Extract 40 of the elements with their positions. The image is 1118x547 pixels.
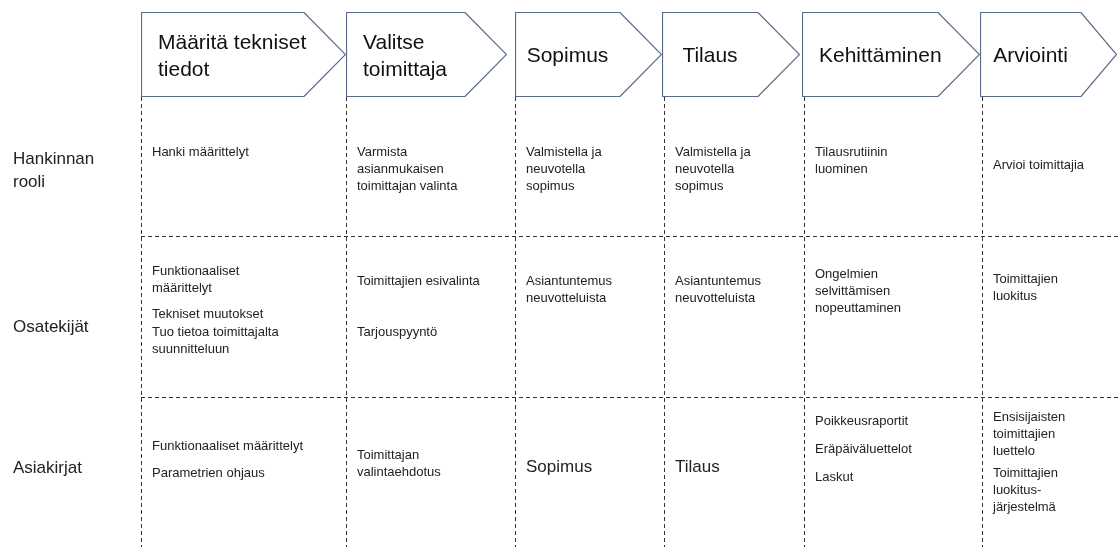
- cell-text: Funktionaaliset määrittelyt: [152, 437, 304, 454]
- cell-text: Tarjouspyyntö: [357, 323, 439, 340]
- cell-text: Funktionaaliset määrittelyt: [152, 262, 241, 296]
- chevron-step: [980, 12, 1117, 97]
- cell-text: Toimittajien luokitus-järjestelmä: [993, 464, 1060, 515]
- cell-text: Toimittajan valintaehdotus: [357, 446, 442, 480]
- chevron-step: [802, 12, 980, 97]
- chevron-step: [662, 12, 800, 97]
- step-title: Kehittäminen: [819, 42, 942, 68]
- chevron-step: [515, 12, 662, 97]
- cell-text: Poikkeusraportit: [815, 412, 910, 429]
- cell-text: Sopimus: [526, 456, 594, 478]
- row-header: Asiakirjat: [13, 457, 83, 479]
- cell-text: Eräpäiväluettelot: [815, 440, 913, 457]
- cell-text: Hanki määrittelyt: [152, 143, 250, 160]
- step-title: Määritä tekniset tiedot: [158, 28, 308, 82]
- cell-text: Parametrien ohjaus: [152, 464, 266, 481]
- chevron-step: [141, 12, 346, 97]
- cell-text: Toimittajien esivalinta: [357, 272, 481, 289]
- cell-text: Valmistella ja neuvotella sopimus: [675, 143, 752, 194]
- step-title: Sopimus: [526, 42, 609, 68]
- cell-text: Ongelmien selvittämisen nopeuttaminen: [815, 265, 902, 316]
- step-title: Arviointi: [993, 42, 1068, 68]
- cell-text: Tilausrutiinin luominen: [815, 143, 889, 177]
- cell-text: Toimittajien luokitus: [993, 270, 1060, 304]
- cell-text: Arvioi toimittajia: [993, 156, 1086, 173]
- cell-text: Valmistella ja neuvotella sopimus: [526, 143, 603, 194]
- row-header: Osatekijät: [13, 316, 90, 338]
- cell-text: Varmista asianmukaisen toimittajan valinta: [357, 143, 459, 194]
- cell-text: Asiantuntemus neuvotteluista: [526, 272, 613, 306]
- step-title: Tilaus: [682, 42, 738, 68]
- cell-text: Tuo tietoa toimittajalta suunnitteluun: [152, 323, 280, 357]
- cell-text: Ensisijaisten toimittajien luettelo: [993, 408, 1067, 459]
- cell-text: Laskut: [815, 468, 855, 485]
- step-title: Valitse toimittaja: [363, 28, 449, 82]
- cell-text: Tekniset muutokset: [152, 305, 265, 322]
- chevron-step: [346, 12, 507, 97]
- cell-text: Tilaus: [675, 456, 721, 478]
- row-header: Hankinnan rooli: [13, 148, 96, 193]
- cell-text: Asiantuntemus neuvotteluista: [675, 272, 762, 306]
